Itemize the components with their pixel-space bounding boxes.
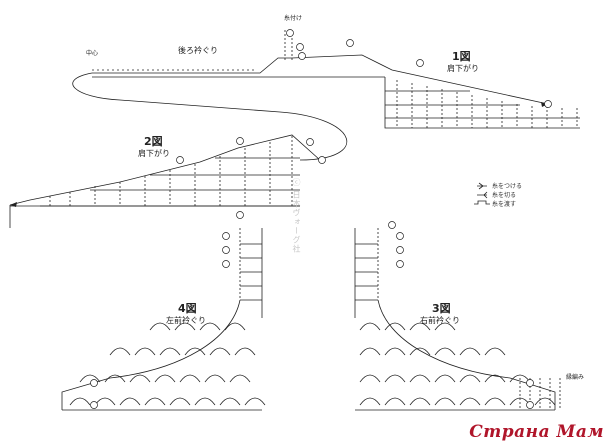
legend-carry: 糸を渡す (492, 201, 517, 208)
row-number-marker (526, 379, 534, 387)
fig3-curve (377, 299, 556, 410)
legend-carry-symbol (474, 200, 490, 205)
row-number-marker (236, 211, 244, 219)
fig2-top-edge (9, 134, 321, 206)
row-number-marker (318, 156, 326, 164)
row-number-marker (416, 59, 424, 67)
row-number-marker (222, 260, 230, 268)
fig3-edging-block (519, 378, 561, 410)
fig3-rows (355, 243, 378, 301)
row-number-marker (396, 260, 404, 268)
row-number-marker (236, 137, 244, 145)
join-label: 糸付け (284, 15, 303, 22)
fig4-fan-row-2 (109, 347, 256, 356)
figure-4-subtitle: 左前衿ぐり (166, 316, 206, 325)
row-number-marker (296, 43, 304, 51)
watermark: ⓒ 日本ヴォーグ社 (292, 178, 301, 254)
legend-join: 糸をつける (492, 183, 523, 190)
fig3-fan-row-3 (359, 374, 531, 383)
fig2-arrow-head (10, 202, 17, 207)
legend-join-symbol (477, 182, 487, 190)
row-number-marker (396, 232, 404, 240)
center-label: 中心 (86, 50, 99, 57)
row-number-marker (526, 401, 534, 409)
fig4-curve (61, 299, 241, 410)
figure-1-subtitle: 肩下がり (447, 64, 479, 73)
figure-3-subtitle: 右前衿ぐり (420, 316, 460, 325)
row-number-marker (306, 138, 314, 146)
figure-1-title: 1図 (452, 50, 471, 63)
fig4-fan-row-1 (149, 322, 246, 331)
figure-2-title: 2図 (144, 135, 163, 148)
figure-2-subtitle: 肩下がり (138, 149, 170, 158)
figure-4-title: 4図 (178, 302, 197, 315)
fig4-rows (240, 243, 262, 301)
fig3-fan-row-2 (359, 347, 506, 356)
fig1-grid-verticals (396, 80, 578, 128)
fig4-fan-row-4 (69, 397, 266, 406)
row-number-marker (90, 401, 98, 409)
fig3-fan-row-1 (359, 322, 456, 331)
back-neck-title: 後ろ衿ぐり (178, 46, 218, 55)
legend-cut: 糸を切る (492, 192, 517, 199)
row-number-marker (222, 232, 230, 240)
row-number-marker (222, 246, 230, 254)
figure-connector-loop (72, 72, 348, 161)
row-number-marker (90, 379, 98, 387)
row-number-marker (396, 246, 404, 254)
fig2-grid-verticals (49, 136, 293, 206)
fig1-shoulder-block (384, 77, 580, 129)
row-number-marker (388, 221, 396, 229)
legend-cut-symbol (477, 191, 488, 199)
edging-label: 縁編み (566, 374, 585, 381)
brand-logo-text: Страна Мам (469, 422, 604, 442)
row-number-marker (176, 156, 184, 164)
row-number-marker (544, 100, 552, 108)
fig3-fan-row-4 (359, 397, 556, 406)
fig4-fan-row-3 (79, 374, 251, 383)
row-number-marker (346, 39, 354, 47)
fig2-baseline (9, 205, 300, 228)
back-neck-top-edge (92, 54, 549, 105)
figure-3-title: 3図 (432, 302, 451, 315)
row-number-marker (298, 52, 306, 60)
row-number-marker (286, 29, 294, 37)
